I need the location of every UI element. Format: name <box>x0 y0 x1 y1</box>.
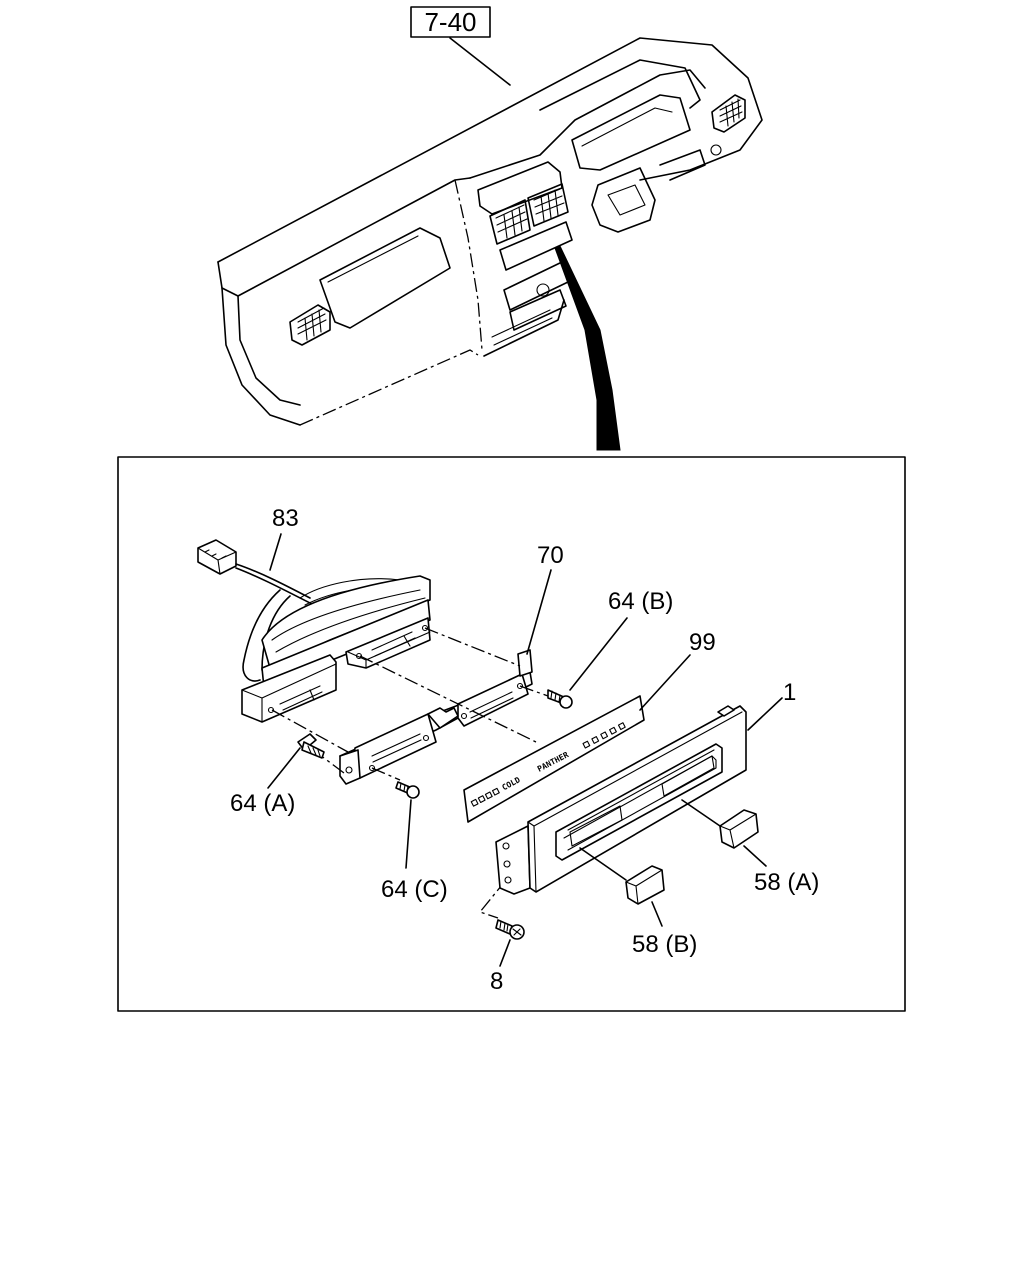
callout-58b: 58 (B) <box>632 931 697 958</box>
reference-label: 7-40 <box>424 7 476 37</box>
callout-8: 8 <box>490 968 503 995</box>
label-plate: COLD PANTHER <box>463 695 645 823</box>
callout-64a: 64 (A) <box>230 790 295 817</box>
screw-64c-icon <box>395 781 420 799</box>
knob-58b-icon <box>625 865 665 905</box>
vent-icon <box>477 161 569 245</box>
callout-83: 83 <box>272 505 299 532</box>
screw-64b-icon <box>547 689 573 709</box>
detail-frame <box>117 456 906 1012</box>
reference-box <box>410 6 491 38</box>
callout-labels: 83 70 64 (B) 99 1 64 (A) 64 (C) 58 (A) 5… <box>230 505 819 995</box>
screw-8-icon <box>495 919 525 940</box>
callout-64b: 64 (B) <box>608 588 673 615</box>
knob-58a-icon <box>719 809 759 849</box>
callout-70: 70 <box>537 542 564 569</box>
control-panel <box>495 705 747 895</box>
callout-99: 99 <box>689 629 716 656</box>
assembly-lines <box>271 627 549 919</box>
harness-assembly <box>197 539 431 723</box>
callout-64c: 64 (C) <box>381 876 448 903</box>
mounting-bracket <box>339 649 533 785</box>
vent-icon <box>289 304 331 346</box>
vent-icon <box>711 94 746 133</box>
dashboard-overview <box>217 37 763 451</box>
connector-icon <box>197 539 237 575</box>
callout-1: 1 <box>783 679 796 706</box>
callout-58a: 58 (A) <box>754 869 819 896</box>
screw-64a-icon <box>297 733 325 759</box>
leader-lines <box>267 533 783 967</box>
